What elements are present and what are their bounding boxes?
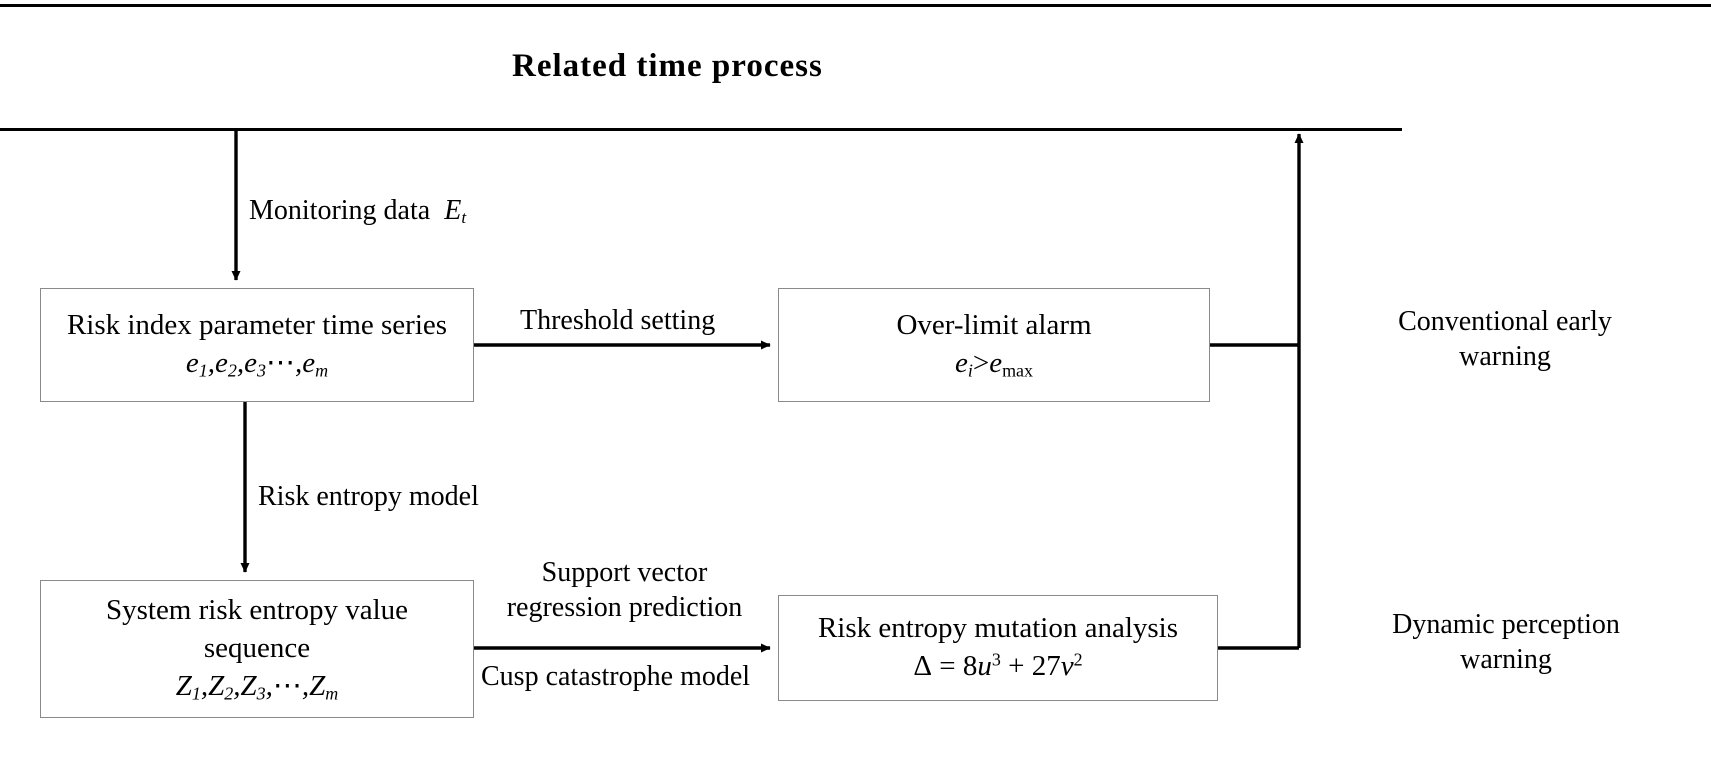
box-system-risk-entropy-value-sequence[interactable]: System risk entropy value sequence Z1,Z2… xyxy=(40,580,474,718)
label-conventional-early-warning: Conventional early warning xyxy=(1320,304,1690,375)
box-entropy-sequence-title-line2: sequence xyxy=(203,632,311,665)
page-title: Related time process xyxy=(512,48,823,84)
label-dynamic-perception-warning: Dynamic perception warning xyxy=(1316,607,1696,678)
label-support-vector-line1: Support vector xyxy=(541,557,708,588)
label-risk-entropy-model: Risk entropy model xyxy=(258,481,479,512)
box-risk-entropy-mutation-analysis[interactable]: Risk entropy mutation analysis Δ = 8u3 +… xyxy=(778,595,1218,701)
label-conventional-line2: warning xyxy=(1459,341,1551,373)
box-mutation-analysis-title: Risk entropy mutation analysis xyxy=(817,612,1179,645)
header-rule xyxy=(0,128,1402,131)
box-over-limit-title: Over-limit alarm xyxy=(896,309,1092,342)
box-entropy-sequence-formula: Z1,Z2,Z3,⋯,Zm xyxy=(175,669,339,704)
label-monitoring-data-text: Monitoring data xyxy=(249,195,431,226)
label-dynamic-line2: warning xyxy=(1460,644,1552,676)
label-monitoring-data-symbol: Et xyxy=(444,195,467,228)
label-dynamic-line1: Dynamic perception xyxy=(1392,609,1620,640)
label-cusp-catastrophe-model: Cusp catastrophe model xyxy=(481,661,751,692)
box-risk-index-parameter-time-series[interactable]: Risk index parameter time series e1,e2,e… xyxy=(40,288,474,402)
top-rule xyxy=(0,4,1711,7)
box-risk-index-formula: e1,e2,e3⋯,em xyxy=(185,347,329,381)
label-support-vector-line2: regression prediction xyxy=(506,592,743,624)
label-support-vector-regression-prediction: Support vector regression prediction xyxy=(487,555,762,626)
box-risk-index-title: Risk index parameter time series xyxy=(66,309,448,342)
label-monitoring-data: Monitoring data Et xyxy=(249,193,466,229)
label-threshold-setting: Threshold setting xyxy=(520,305,716,336)
label-conventional-line1: Conventional early xyxy=(1398,306,1612,337)
box-entropy-sequence-title-line1: System risk entropy value xyxy=(105,594,409,627)
box-over-limit-alarm[interactable]: Over-limit alarm ei>emax xyxy=(778,288,1210,402)
box-mutation-analysis-formula: Δ = 8u3 + 27v2 xyxy=(913,649,1083,682)
box-over-limit-formula: ei>emax xyxy=(954,347,1034,381)
